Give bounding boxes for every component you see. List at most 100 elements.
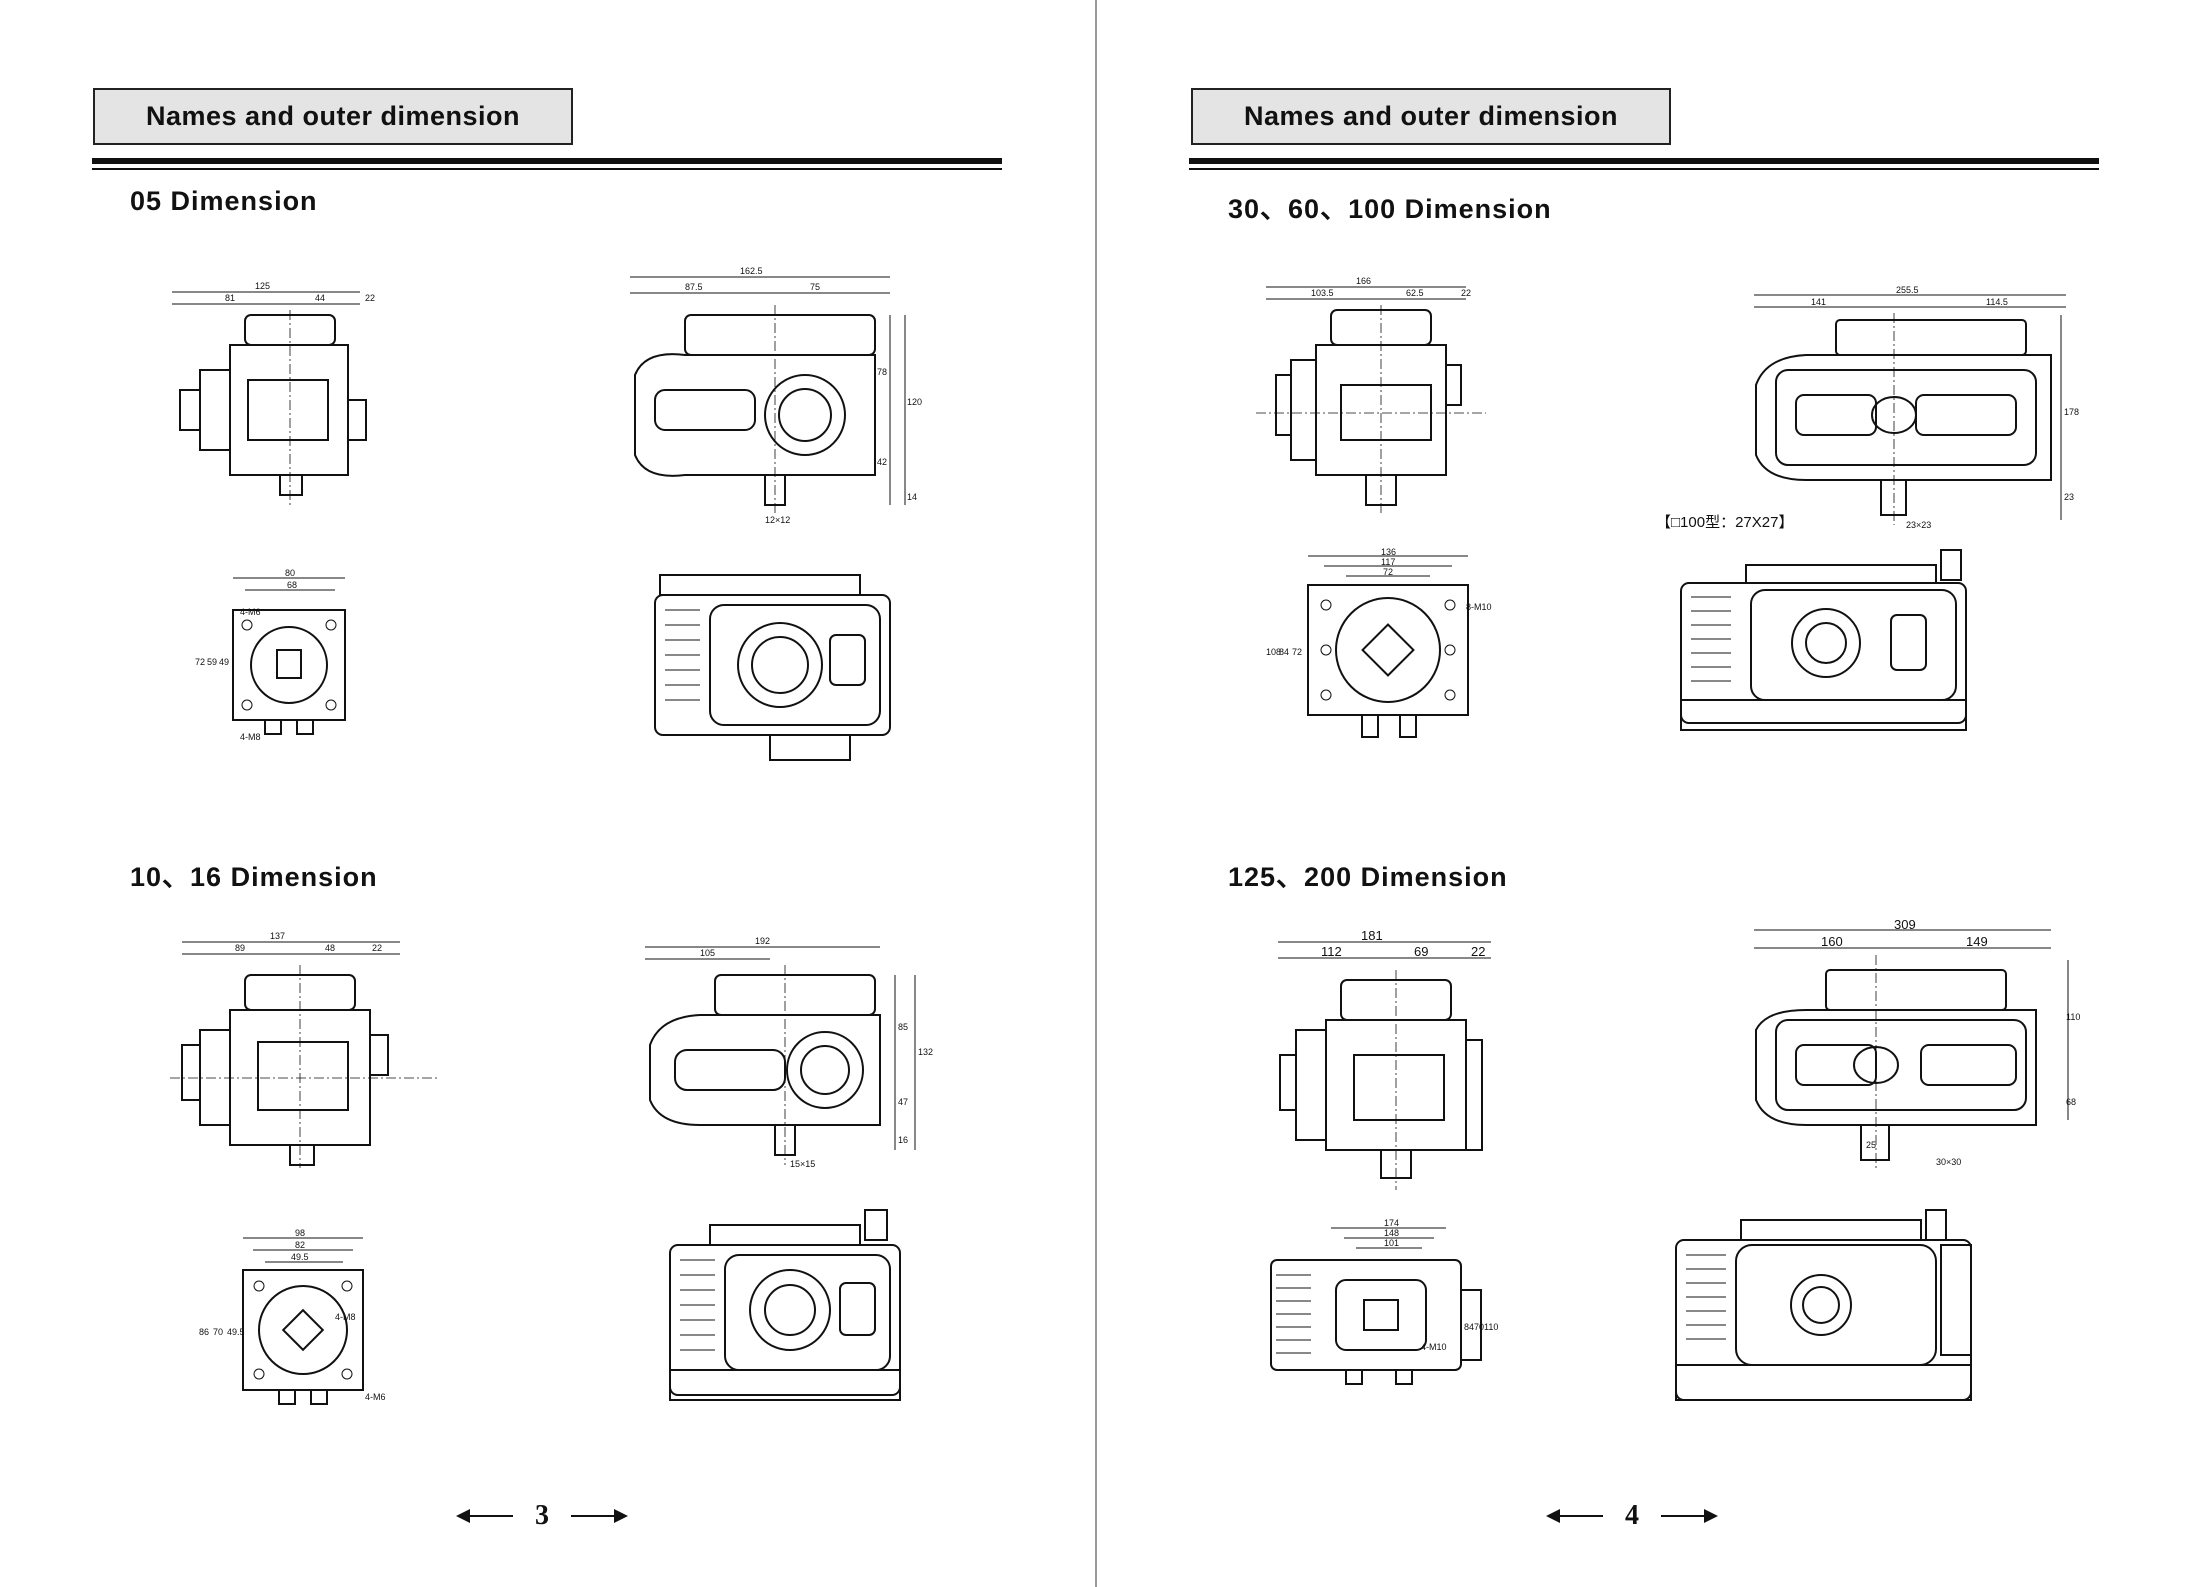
drawing-10-16-front-view: 192 105 85 132 47 16 15×15 bbox=[640, 935, 940, 1180]
dim-label: 75 bbox=[810, 282, 820, 292]
drawing-30-60-100-front-view: 255.5 141 114.5 178 23 【□100型：27X27】 23×… bbox=[1656, 285, 2079, 535]
dim-label: 89 bbox=[235, 943, 245, 953]
dim-label: 49 bbox=[219, 657, 229, 667]
dim-label: 23 bbox=[2064, 492, 2074, 502]
dim-label: 4-M10 bbox=[1421, 1342, 1447, 1352]
dim-label: 114.5 bbox=[1986, 297, 2008, 307]
dim-label: 174 bbox=[1384, 1218, 1399, 1228]
page-fold-divider bbox=[1095, 0, 1097, 1587]
dim-label: 98 bbox=[295, 1228, 305, 1238]
page-number-label: 4 bbox=[1625, 1500, 1639, 1531]
dim-label: 82 bbox=[295, 1240, 305, 1250]
dim-label: 72 bbox=[1292, 647, 1302, 657]
dim-label: 4-M6 bbox=[365, 1392, 386, 1402]
arrow-left-icon bbox=[1546, 1509, 1603, 1523]
dim-label: 149 bbox=[1966, 934, 1988, 949]
left-page: Names and outer dimension 05 Dimension 1… bbox=[92, 88, 1002, 1532]
dim-label: 162.5 bbox=[740, 266, 763, 276]
dim-label: 8-M10 bbox=[1466, 602, 1492, 612]
dim-label: 137 bbox=[270, 931, 285, 941]
dim-label: 69 bbox=[1414, 944, 1428, 959]
right-page: Names and outer dimension 30、60、100 Dime… bbox=[1096, 0, 2192, 1587]
dim-label: 78 bbox=[877, 367, 887, 377]
dim-label: 181 bbox=[1361, 928, 1383, 943]
arrow-right-icon bbox=[571, 1509, 628, 1523]
section-header: Names and outer dimension bbox=[93, 88, 573, 145]
front-view-note: 【□100型：27X27】 bbox=[1656, 514, 1793, 531]
dim-label: 16 bbox=[898, 1135, 908, 1145]
dim-label: 192 bbox=[755, 936, 770, 946]
dim-label: 68 bbox=[287, 580, 297, 590]
dim-label: 68 bbox=[2066, 1097, 2076, 1107]
dim-label: 22 bbox=[365, 293, 375, 303]
dim-label: 87.5 bbox=[685, 282, 703, 292]
arrow-right-icon bbox=[1661, 1509, 1718, 1523]
section-title-30-60-100: 30、60、100 Dimension bbox=[1228, 194, 1552, 224]
dim-label: 110 bbox=[2066, 1012, 2080, 1022]
dim-label: 47 bbox=[898, 1097, 908, 1107]
section-header: Names and outer dimension bbox=[1191, 88, 1671, 145]
dim-label: 12×12 bbox=[765, 515, 790, 525]
dim-label: 59 bbox=[207, 657, 217, 667]
dim-label: 22 bbox=[1461, 288, 1471, 298]
header-rule-thick bbox=[1189, 158, 2099, 164]
dim-label: 84 bbox=[1279, 647, 1289, 657]
dim-label: 49.5 bbox=[291, 1252, 309, 1262]
dim-label: 103.5 bbox=[1311, 288, 1334, 298]
dim-label: 86 bbox=[199, 1327, 209, 1337]
dim-label: 110 bbox=[1484, 1322, 1498, 1332]
drawing-05-flange-view: 80 68 72 59 49 4-M6 4-M8 bbox=[185, 568, 385, 750]
dim-label: 309 bbox=[1894, 917, 1916, 932]
section-title-05: 05 Dimension bbox=[130, 186, 318, 216]
dim-label: 112 bbox=[1321, 944, 1342, 959]
dim-label: 23×23 bbox=[1906, 520, 1931, 530]
dim-label: 84 bbox=[1464, 1322, 1474, 1332]
dim-label: 81 bbox=[225, 293, 235, 303]
drawing-05-front-view: 162.5 87.5 75 78 120 42 14 12×12 bbox=[615, 265, 935, 535]
drawing-05-top-view bbox=[640, 555, 900, 775]
drawing-10-16-top-view bbox=[660, 1205, 910, 1425]
section-title-10-16: 10、16 Dimension bbox=[130, 862, 378, 892]
drawing-30-60-100-flange-view: 136 117 72 108 84 72 8-M10 bbox=[1266, 547, 1496, 750]
drawing-125-200-top-view bbox=[1671, 1205, 1981, 1415]
dim-label: 22 bbox=[372, 943, 382, 953]
dim-label: 160 bbox=[1821, 934, 1843, 949]
dim-label: 125 bbox=[255, 281, 270, 291]
dim-label: 120 bbox=[907, 397, 922, 407]
drawing-05-side-view: 125 81 44 22 bbox=[160, 280, 400, 520]
header-rule-thick bbox=[92, 158, 1002, 164]
dim-label: 132 bbox=[918, 1047, 933, 1057]
drawing-30-60-100-side-view: 166 103.5 62.5 22 bbox=[1256, 275, 1496, 520]
header-rule-thin bbox=[92, 168, 1002, 170]
dim-label: 85 bbox=[898, 1022, 908, 1032]
dim-label: 166 bbox=[1356, 276, 1371, 286]
dim-label: 62.5 bbox=[1406, 288, 1424, 298]
page-number-label: 3 bbox=[535, 1500, 549, 1531]
dim-label: 4-M8 bbox=[240, 732, 261, 742]
dim-label: 25 bbox=[1866, 1140, 1876, 1150]
dim-label: 105 bbox=[700, 948, 715, 958]
dim-label: 141 bbox=[1811, 297, 1826, 307]
section-title-125-200: 125、200 Dimension bbox=[1228, 862, 1508, 892]
dim-label: 48 bbox=[325, 943, 335, 953]
drawing-125-200-flange-view: 174 148 101 84 70 110 4-M10 bbox=[1266, 1218, 1498, 1395]
dim-label: 15×15 bbox=[790, 1159, 815, 1169]
dim-label: 255.5 bbox=[1896, 285, 1919, 295]
header-rule-thin bbox=[1189, 168, 2099, 170]
dim-label: 14 bbox=[907, 492, 917, 502]
drawing-125-200-side-view: 181 112 69 22 bbox=[1266, 928, 1506, 1195]
dim-label: 178 bbox=[2064, 407, 2079, 417]
dim-label: 117 bbox=[1381, 557, 1395, 567]
dim-label: 49.5 bbox=[227, 1327, 245, 1337]
dim-label: 108 bbox=[1266, 647, 1281, 657]
dim-label: 72 bbox=[195, 657, 205, 667]
drawing-125-200-front-view: 309 160 149 110 68 25 30×30 bbox=[1656, 917, 2080, 1175]
dim-label: 80 bbox=[285, 568, 295, 578]
dim-label: 42 bbox=[877, 457, 887, 467]
dim-label: 30×30 bbox=[1936, 1157, 1961, 1167]
dim-label: 72 bbox=[1383, 567, 1393, 577]
dim-label: 22 bbox=[1471, 944, 1485, 959]
page-number-right: 4 bbox=[1546, 1500, 1718, 1532]
dim-label: 101 bbox=[1384, 1238, 1399, 1248]
page-number-left: 3 bbox=[456, 1500, 628, 1532]
